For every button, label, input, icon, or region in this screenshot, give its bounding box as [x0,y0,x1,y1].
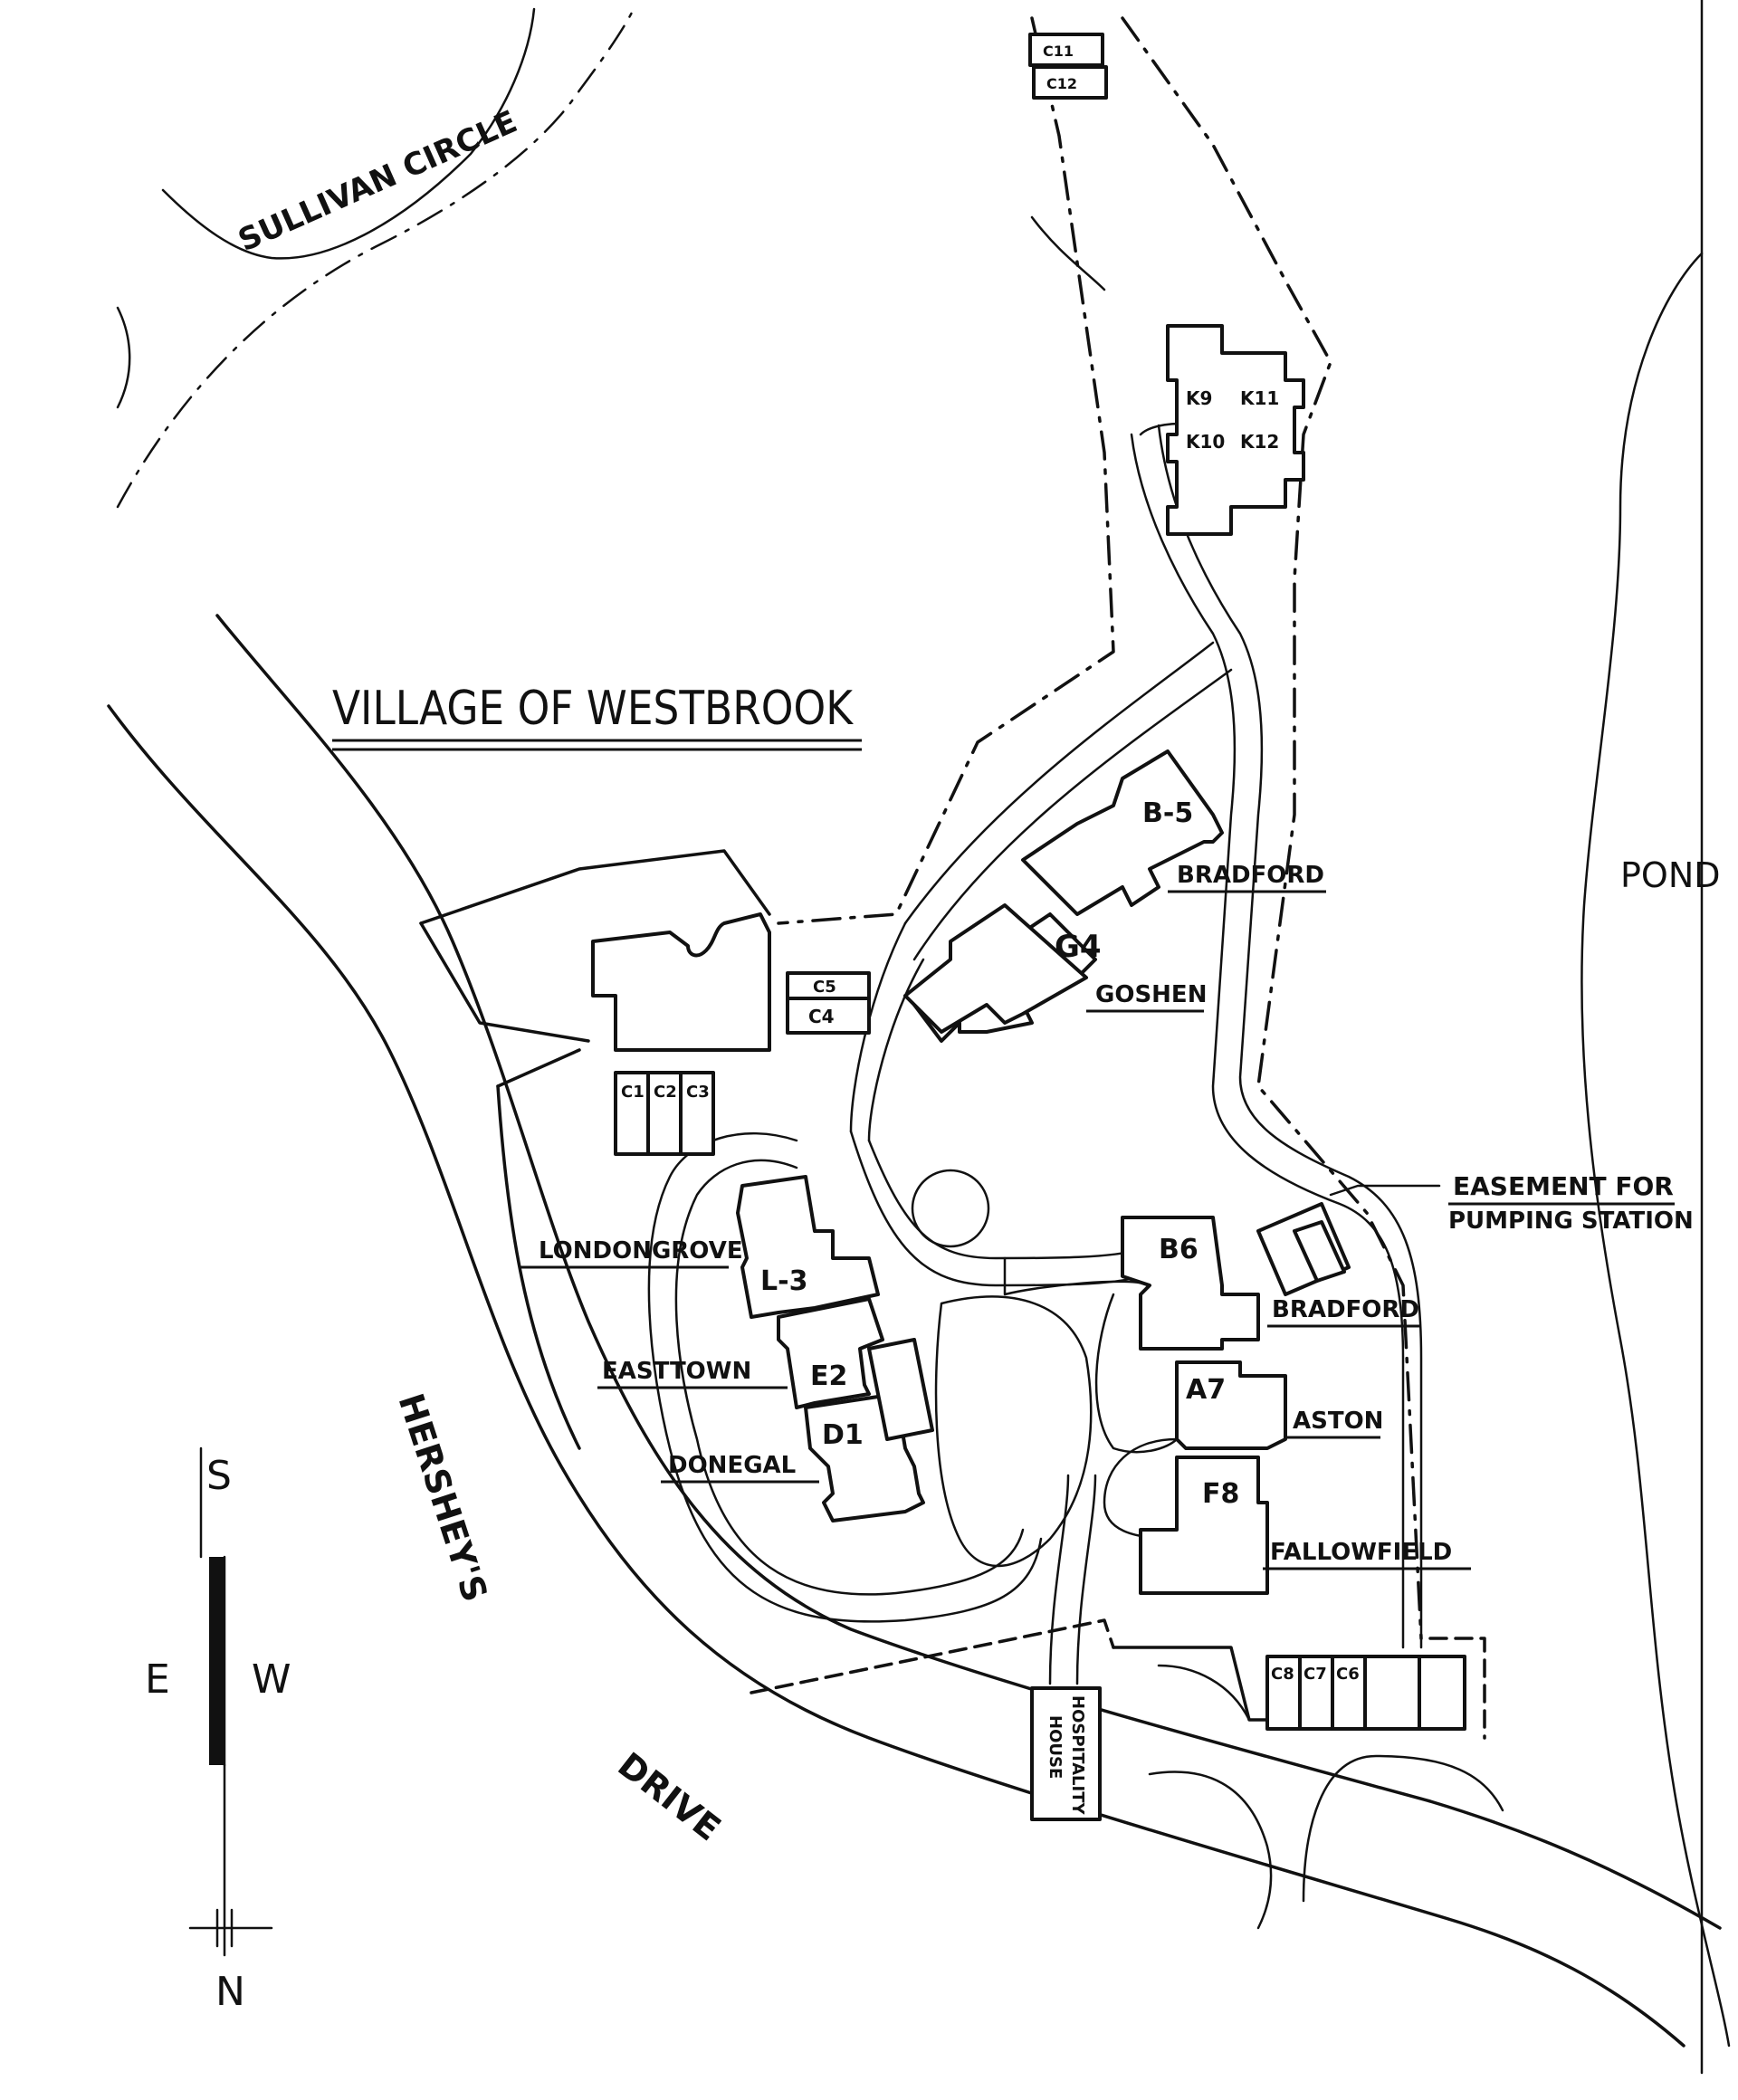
easement-label-line2: PUMPING STATION [1448,1208,1694,1235]
hersheys-label: HERSHEY'S [390,1389,495,1607]
c6-label: C6 [1336,1665,1360,1684]
d1-label: D1 [822,1419,864,1451]
c8-label: C8 [1271,1665,1294,1684]
a7-label: A7 [1186,1374,1226,1406]
c2-label: C2 [654,1083,677,1102]
k9-label: K9 [1186,387,1212,409]
sullivan-circle-label: SULLIVAN CIRCLE [233,104,522,260]
pond-banks [1580,0,1731,2075]
c12-label: C12 [1046,75,1077,92]
easttown-label: EASTTOWN [602,1358,751,1385]
bradford-top-label: BRADFORD [1177,862,1324,889]
compass-n: N [215,1969,245,2015]
pond-label: POND [1620,855,1721,895]
building-hospitality-house: HOSPITALITY HOUSE [1030,1686,1102,1821]
bradford-mid-label: BRADFORD [1272,1296,1419,1323]
k10-label: K10 [1186,431,1225,453]
k11-label: K11 [1240,387,1279,409]
building-commons [591,912,771,1052]
building-d1: D1 [804,1338,934,1522]
e2-label: E2 [810,1360,847,1392]
londongrove-label: LONDONGROVE [539,1237,743,1265]
building-a7: A7 [1175,1360,1287,1450]
map-title: VILLAGE OF WESTBROOK [332,682,855,736]
compass-s: S [206,1453,232,1499]
k12-label: K12 [1240,431,1279,453]
building-f8: F8 [1139,1456,1269,1595]
b5-label: B-5 [1142,797,1193,829]
c7-label: C7 [1304,1665,1327,1684]
goshen-label: GOSHEN [1095,981,1207,1008]
donegal-label: DONEGAL [668,1452,796,1479]
c1-label: C1 [621,1083,645,1102]
building-b6: B6 [1121,1216,1260,1351]
sullivan-circle-road [116,7,635,509]
building-k9-k12: K9 K11 K10 K12 [1166,324,1305,536]
building-l3: L-3 [736,1175,880,1319]
f8-label: F8 [1202,1478,1239,1510]
compass-e: E [145,1656,170,1703]
building-c4-c5: C5 C4 [786,971,871,1035]
building-g4: G4 [903,903,1102,1043]
compass-indicator: S E W N [145,1446,291,2015]
l3-label: L-3 [760,1265,807,1297]
hospitality-label-line2: HOUSE [1046,1715,1065,1779]
property-boundary [419,16,1486,1740]
building-e2: E2 [777,1297,884,1409]
c5-label: C5 [813,978,836,997]
c3-label: C3 [686,1083,710,1102]
fallowfield-label: FALLOWFIELD [1270,1539,1452,1566]
c11-label: C11 [1043,43,1074,60]
compass-w: W [252,1656,291,1703]
g4-label: G4 [1055,929,1102,965]
hersheys-drive-road [107,614,1722,2048]
drive-label: DRIVE [610,1744,728,1848]
building-c11-c12: C11 C12 [1028,33,1108,100]
hospitality-label-line1: HOSPITALITY [1068,1695,1087,1815]
aston-label: ASTON [1293,1408,1383,1435]
building-b5: B-5 [1021,749,1224,916]
c4-label: C4 [808,1006,835,1027]
easement-label-line1: EASEMENT FOR [1453,1171,1674,1201]
b6-label: B6 [1159,1234,1198,1265]
building-c1-c3: C1 C2 C3 [614,1071,715,1156]
building-c6-c8: C8 C7 C6 [1265,1655,1466,1731]
